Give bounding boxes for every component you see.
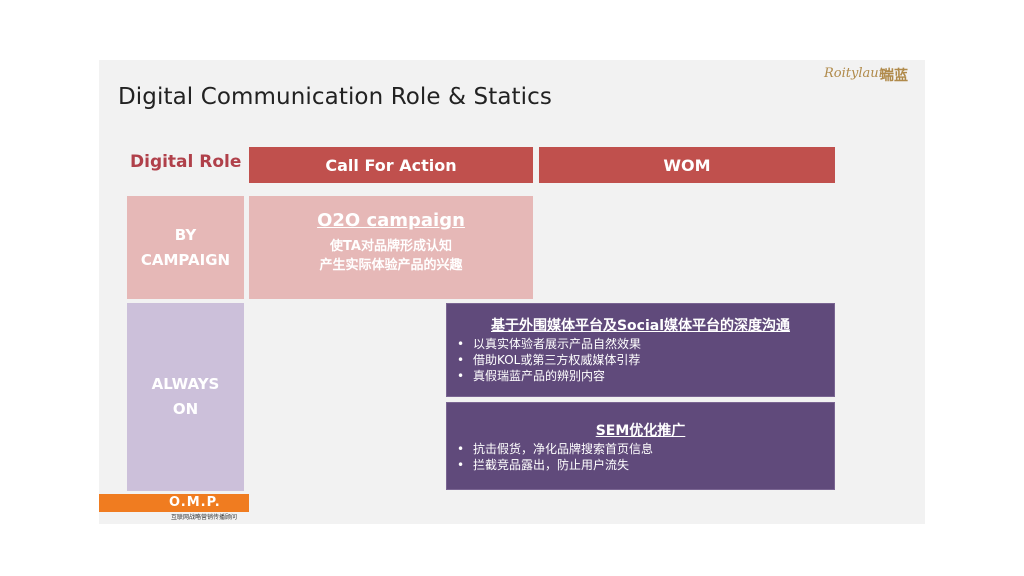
row-label-line: ON [172,400,199,418]
column-header-wom: WOM [539,147,835,183]
sem-bullet-list: 抗击假货，净化品牌搜索首页信息 拦截竞品露出，防止用户流失 [447,441,834,473]
omp-footer-logo: O.M.P. 互联网战略营销传播顾问 [99,494,249,524]
list-item: 拦截竞品露出，防止用户流失 [457,457,834,473]
sem-box: SEM优化推广 抗击假货，净化品牌搜索首页信息 拦截竞品露出，防止用户流失 [446,402,835,490]
row-label-line: ALWAYS [151,375,220,393]
o2o-title: O2O campaign [317,210,465,231]
omp-orange-bar [99,494,249,512]
row-label-always-on: ALWAYS ON [127,303,244,491]
list-item: 抗击假货，净化品牌搜索首页信息 [457,441,834,457]
list-item: 真假瑞蓝产品的辨别内容 [457,368,834,384]
slide-title: Digital Communication Role & Statics [118,84,552,110]
logo-script-text: Roitylauir [824,66,889,81]
sem-box-title: SEM优化推广 [595,423,686,439]
wom-box-title: 基于外围媒体平台及Social媒体平台的深度沟通 [490,318,791,334]
wom-bullet-list: 以真实体验者展示产品自然效果 借助KOL或第三方权威媒体引荐 真假瑞蓝产品的辨别… [447,336,834,384]
row-label-line: CAMPAIGN [140,250,231,269]
row-label-line: BY [174,225,197,244]
o2o-campaign-cell: O2O campaign 使TA对品牌形成认知 产生实际体验产品的兴趣 [249,196,533,299]
brand-logo: Roitylauir 瑞蓝 [824,64,920,90]
omp-brand-mark: O.M.P. [169,495,221,510]
column-header-call-for-action: Call For Action [249,147,533,183]
o2o-description-line: 使TA对品牌形成认知 [330,239,452,254]
o2o-description-line: 产生实际体验产品的兴趣 [319,258,463,273]
logo-chinese-text: 瑞蓝 [880,68,908,84]
row-label-by-campaign: BY CAMPAIGN [127,196,244,299]
omp-brand-subtitle: 互联网战略营销传播顾问 [171,514,238,521]
digital-role-label: Digital Role [130,152,242,172]
wom-social-box: 基于外围媒体平台及Social媒体平台的深度沟通 以真实体验者展示产品自然效果 … [446,303,835,397]
list-item: 借助KOL或第三方权威媒体引荐 [457,352,834,368]
list-item: 以真实体验者展示产品自然效果 [457,336,834,352]
